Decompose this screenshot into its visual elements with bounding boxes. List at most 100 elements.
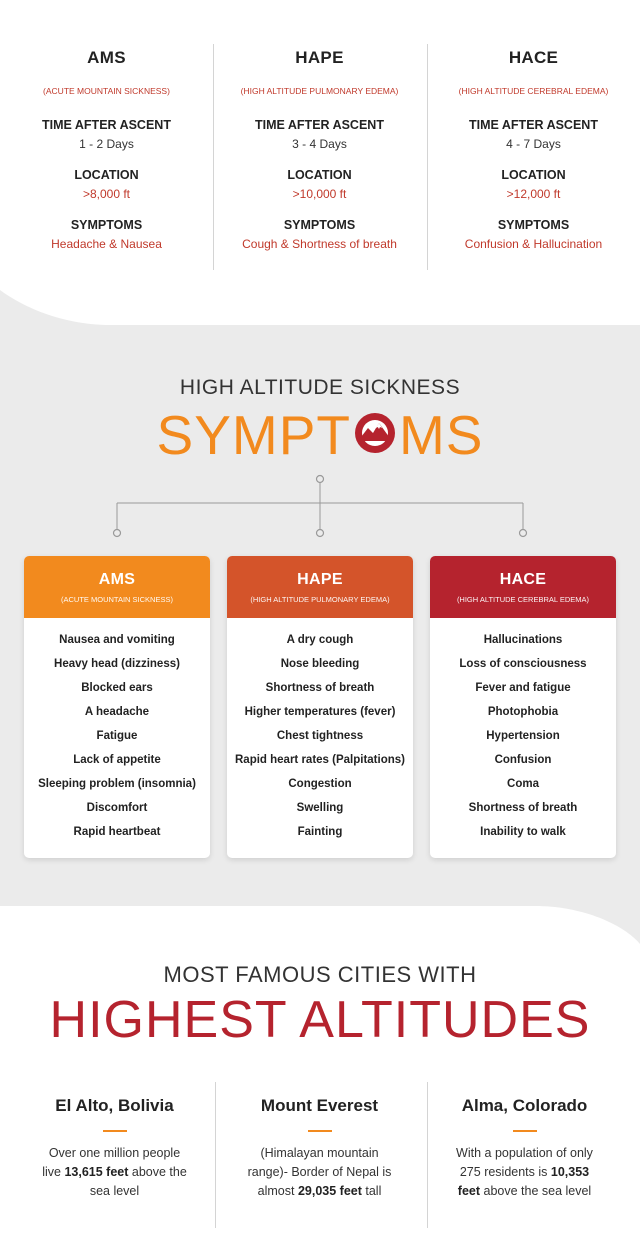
- accent-divider: [102, 1130, 127, 1132]
- list-item: Fainting: [297, 826, 343, 838]
- city-mount-everest: Mount Everest (Himalayan mountain range)…: [213, 1080, 426, 1201]
- cities-subheading: MOST FAMOUS CITIES WITH: [163, 962, 477, 987]
- connector-tree: [112, 474, 528, 538]
- time-label: TIME AFTER ASCENT: [42, 118, 171, 132]
- desc-text: With a population of only 275 residents …: [456, 1146, 593, 1179]
- desc-text: (Himalayan mountain range)- Border of Ne…: [247, 1146, 392, 1198]
- city-description: Over one million people live 13,615 feet…: [40, 1144, 190, 1201]
- list-item: Congestion: [288, 778, 352, 790]
- summary-abbr: HAPE: [295, 48, 344, 67]
- list-item: A headache: [84, 706, 150, 718]
- list-item: Lack of appetite: [73, 754, 161, 766]
- list-item: Sleeping problem (insomnia): [38, 778, 196, 790]
- summary-column-hace: HACE (HIGH ALTITUDE CEREBRAL EDEMA) TIME…: [427, 0, 640, 280]
- mountain-icon: [353, 404, 397, 453]
- list-item: Shortness of breath: [468, 802, 578, 814]
- card-title: HAPE: [297, 571, 343, 588]
- accent-divider: [512, 1130, 537, 1132]
- desc-bold: 29,035 feet: [297, 1184, 362, 1198]
- city-el-alto: El Alto, Bolivia Over one million people…: [8, 1080, 221, 1201]
- summary-full-name: (HIGH ALTITUDE PULMONARY EDEMA): [240, 86, 399, 96]
- time-value: 3 - 4 Days: [292, 137, 347, 151]
- symptoms-heading: SYMPT MS: [0, 403, 640, 467]
- symptoms-value: Confusion & Hallucination: [464, 237, 603, 251]
- list-item: Coma: [507, 778, 539, 790]
- list-item: Shortness of breath: [265, 682, 375, 694]
- list-item: Discomfort: [86, 802, 148, 814]
- location-label: LOCATION: [287, 168, 352, 182]
- desc-text: above the sea level: [89, 1165, 187, 1198]
- summary-full-name: (HIGH ALTITUDE CEREBRAL EDEMA): [458, 86, 609, 96]
- symptoms-label: SYMPTOMS: [497, 218, 570, 232]
- city-alma: Alma, Colorado With a population of only…: [418, 1080, 631, 1201]
- desc-text: above the sea level: [480, 1184, 592, 1198]
- summary-abbr: AMS: [87, 48, 126, 67]
- list-item: Hypertension: [486, 730, 560, 742]
- accent-divider: [307, 1130, 332, 1132]
- location-label: LOCATION: [501, 168, 566, 182]
- symptom-card-hape: HAPE (HIGH ALTITUDE PULMONARY EDEMA) A d…: [227, 556, 413, 858]
- list-item: Hallucinations: [483, 634, 563, 646]
- time-label: TIME AFTER ASCENT: [469, 118, 598, 132]
- city-name: Mount Everest: [260, 1096, 379, 1115]
- list-item: Higher temperatures (fever): [244, 706, 396, 718]
- symptoms-value: Headache & Nausea: [51, 237, 162, 251]
- symptoms-value: Cough & Shortness of breath: [242, 237, 397, 251]
- list-item: Inability to walk: [480, 826, 566, 838]
- desc-text: Over one million people live: [42, 1146, 181, 1179]
- card-header: AMS (ACUTE MOUNTAIN SICKNESS): [24, 556, 210, 618]
- summary-section: AMS (ACUTE MOUNTAIN SICKNESS) TIME AFTER…: [0, 0, 640, 330]
- location-value: >8,000 ft: [82, 187, 131, 201]
- location-value: >10,000 ft: [292, 187, 347, 201]
- column-divider: [427, 1082, 428, 1228]
- summary-background: [0, 0, 640, 325]
- city-description: With a population of only 275 residents …: [450, 1144, 600, 1201]
- list-item: Loss of consciousness: [459, 658, 587, 670]
- symptom-list: Nausea and vomiting Heavy head (dizzines…: [24, 618, 210, 848]
- city-name: El Alto, Bolivia: [55, 1096, 174, 1115]
- symptoms-subheading: HIGH ALTITUDE SICKNESS: [179, 376, 461, 399]
- list-item: A dry cough: [286, 634, 354, 646]
- list-item: Photophobia: [487, 706, 559, 718]
- symptoms-label: SYMPTOMS: [283, 218, 356, 232]
- location-label: LOCATION: [74, 168, 139, 182]
- list-item: Nausea and vomiting: [59, 634, 175, 646]
- card-header: HAPE (HIGH ALTITUDE PULMONARY EDEMA): [227, 556, 413, 618]
- city-name: Alma, Colorado: [461, 1096, 588, 1115]
- time-value: 1 - 2 Days: [79, 137, 134, 151]
- list-item: Rapid heartbeat: [73, 826, 161, 838]
- card-title: AMS: [98, 571, 136, 588]
- card-header: HACE (HIGH ALTITUDE CEREBRAL EDEMA): [430, 556, 616, 618]
- symptoms-label: SYMPTOMS: [70, 218, 143, 232]
- list-item: Confusion: [494, 754, 552, 766]
- desc-text: tall: [361, 1184, 382, 1198]
- card-subtitle: (HIGH ALTITUDE PULMONARY EDEMA): [250, 595, 390, 604]
- summary-column-ams: AMS (ACUTE MOUNTAIN SICKNESS) TIME AFTER…: [0, 0, 213, 280]
- card-subtitle: (HIGH ALTITUDE CEREBRAL EDEMA): [456, 595, 590, 604]
- summary-full-name: (ACUTE MOUNTAIN SICKNESS): [43, 86, 170, 96]
- summary-column-hape: HAPE (HIGH ALTITUDE PULMONARY EDEMA) TIM…: [213, 0, 426, 280]
- list-item: Blocked ears: [81, 682, 153, 694]
- card-subtitle: (ACUTE MOUNTAIN SICKNESS): [61, 595, 173, 604]
- list-item: Swelling: [296, 802, 344, 814]
- symptom-list: A dry cough Nose bleeding Shortness of b…: [227, 618, 413, 848]
- cities-heading: HIGHEST ALTITUDES: [49, 991, 591, 1049]
- list-item: Rapid heart rates (Palpitations): [235, 754, 405, 766]
- heading-part: SYMPT: [156, 404, 351, 466]
- column-divider: [427, 44, 428, 270]
- list-item: Fatigue: [96, 730, 138, 742]
- cities-background: [0, 906, 640, 1251]
- list-item: Heavy head (dizziness): [54, 658, 180, 670]
- summary-abbr: HACE: [508, 48, 559, 67]
- column-divider: [215, 1082, 216, 1228]
- desc-bold: 10,353 feet: [457, 1165, 590, 1198]
- symptom-card-hace: HACE (HIGH ALTITUDE CEREBRAL EDEMA) Hall…: [430, 556, 616, 858]
- list-item: Nose bleeding: [280, 658, 360, 670]
- desc-bold: 13,615 feet: [64, 1165, 129, 1179]
- list-item: Chest tightness: [276, 730, 364, 742]
- card-title: HACE: [499, 571, 547, 588]
- list-item: Fever and fatigue: [475, 682, 571, 694]
- symptom-list: Hallucinations Loss of consciousness Fev…: [430, 618, 616, 848]
- symptom-card-ams: AMS (ACUTE MOUNTAIN SICKNESS) Nausea and…: [24, 556, 210, 858]
- location-value: >12,000 ft: [506, 187, 561, 201]
